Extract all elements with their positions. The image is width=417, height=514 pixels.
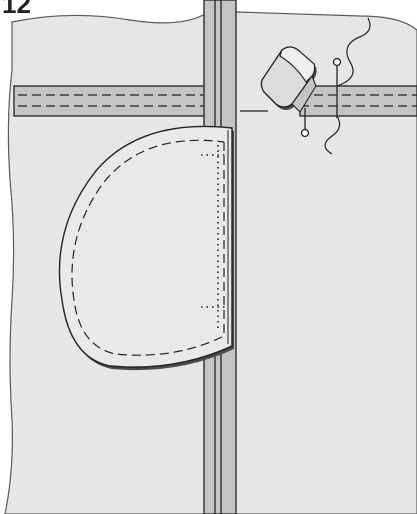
pin-head-lower <box>300 128 310 138</box>
pocket-outline <box>58 125 233 368</box>
curved-pocket-piece <box>58 125 234 371</box>
thread-lower <box>324 115 341 155</box>
horizontal-seam-right <box>299 85 417 117</box>
presser-foot-neck <box>291 74 317 113</box>
presser-foot-icon <box>260 46 317 113</box>
thread-upper <box>336 17 371 87</box>
pin-icon <box>300 57 342 138</box>
pin-head-upper <box>332 57 342 67</box>
thread-icon <box>324 17 371 155</box>
presser-foot-face <box>279 46 316 83</box>
pocket-stitch-line <box>71 139 225 356</box>
step-number: 12 <box>2 0 31 19</box>
horizontal-seam-left <box>13 85 220 117</box>
